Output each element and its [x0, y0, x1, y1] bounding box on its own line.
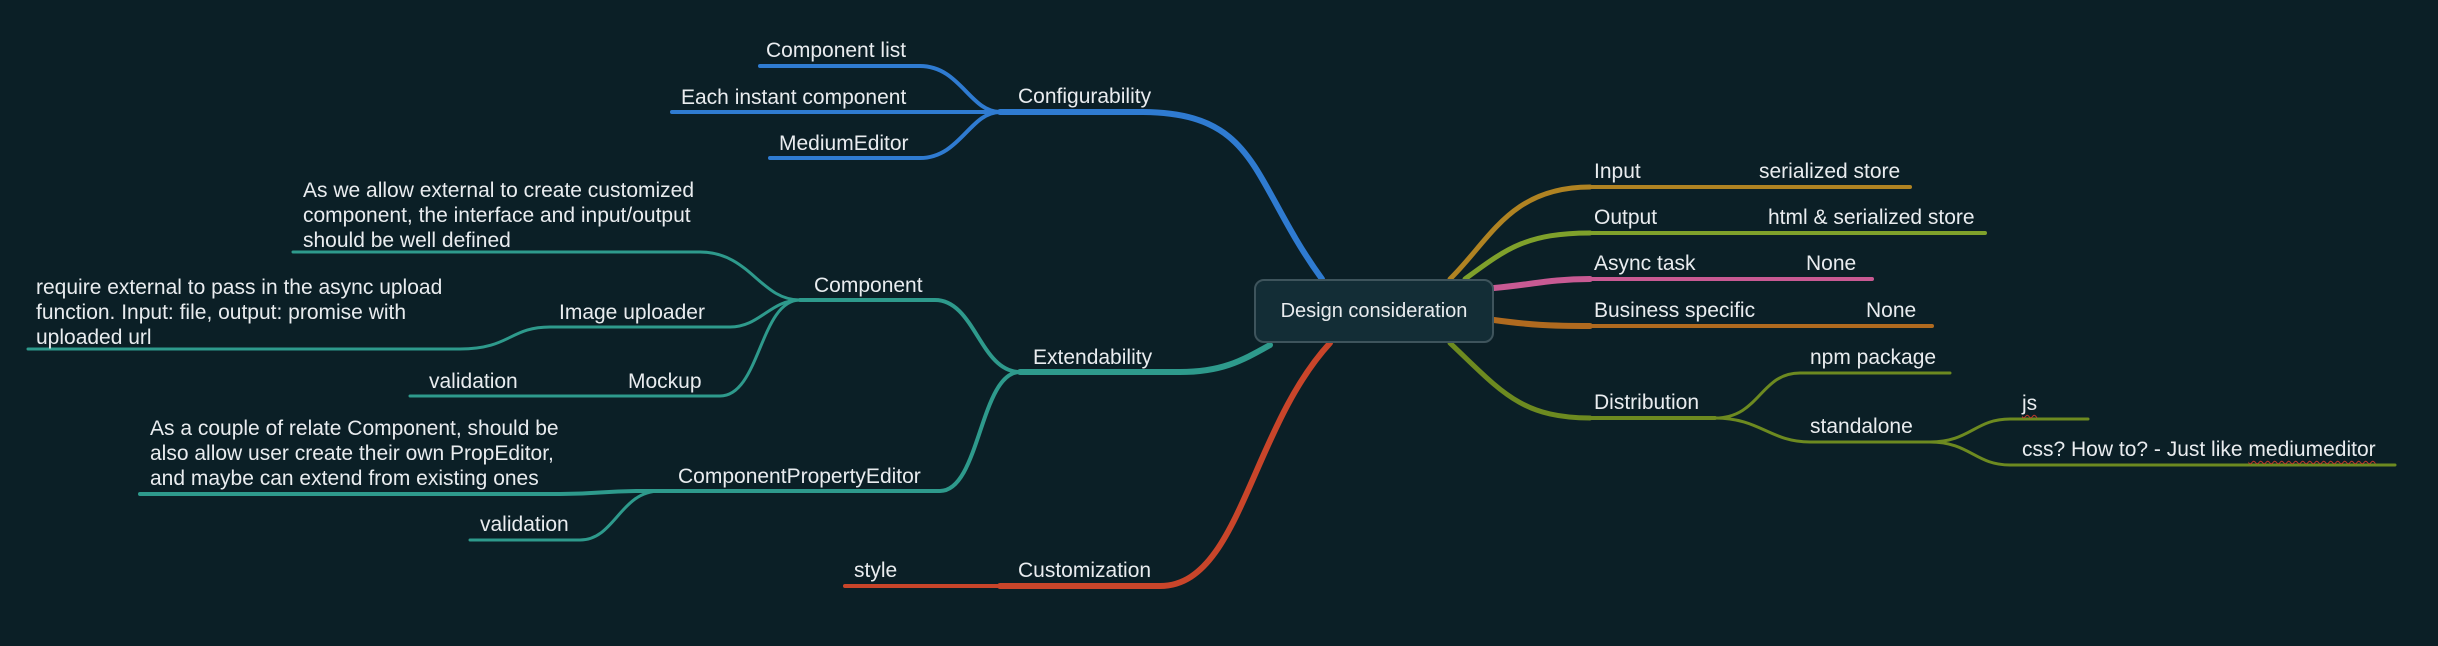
subtopic-business-none[interactable]: None — [1866, 299, 1917, 322]
js-label: js — [2022, 392, 2038, 415]
subtopic-js[interactable]: js — [2022, 391, 2037, 416]
subtopic-component-list[interactable]: Component list — [766, 39, 907, 62]
topic-extendability[interactable]: Extendability — [1033, 346, 1153, 369]
subtopic-each-instant-component[interactable]: Each instant component — [681, 86, 907, 109]
extendability-branch — [26, 250, 1273, 542]
subtopic-mockup[interactable]: Mockup — [628, 370, 702, 393]
subtopic-image-uploader[interactable]: Image uploader — [559, 301, 705, 324]
topic-distribution[interactable]: Distribution — [1594, 391, 1700, 414]
subtopic-css[interactable]: css? How to? - Just like mediumeditor — [2022, 437, 2376, 462]
subtopic-async-none[interactable]: None — [1806, 252, 1857, 275]
topic-configurability[interactable]: Configurability — [1018, 85, 1152, 108]
input-branch — [1447, 184, 1912, 282]
subtopic-html-serialized-store[interactable]: html & serialized store — [1768, 206, 1975, 229]
topic-output[interactable]: Output — [1594, 206, 1658, 229]
subtopic-medium-editor[interactable]: MediumEditor — [779, 132, 909, 155]
customization-branch — [843, 340, 1333, 589]
output-branch — [1462, 230, 1987, 282]
css-label-prefix: css? How to? - Just like — [2022, 438, 2249, 461]
note-image-uploader[interactable]: require external to pass in the async up… — [36, 276, 443, 349]
subtopic-serialized-store[interactable]: serialized store — [1759, 160, 1901, 183]
async-branch — [1491, 276, 1874, 291]
note-component-interface[interactable]: As we allow external to create customize… — [303, 179, 695, 252]
business-branch — [1491, 317, 1934, 329]
subtopic-npm-package[interactable]: npm package — [1810, 346, 1937, 369]
subtopic-standalone[interactable]: standalone — [1810, 415, 1913, 438]
distribution-branch — [1447, 340, 2397, 467]
css-label-suffix: mediumeditor — [2248, 438, 2376, 461]
subtopic-component-property-editor[interactable]: ComponentPropertyEditor — [678, 465, 921, 488]
subtopic-component[interactable]: Component — [814, 274, 923, 297]
topic-input[interactable]: Input — [1594, 160, 1641, 183]
subtopic-mockup-validation[interactable]: validation — [429, 370, 518, 393]
topic-customization[interactable]: Customization — [1018, 559, 1152, 582]
root-topic[interactable]: Design consideration — [1254, 279, 1494, 343]
topic-async-task[interactable]: Async task — [1594, 252, 1696, 275]
configurability-branch — [670, 64, 1325, 282]
note-property-editor[interactable]: As a couple of relate Component, should … — [150, 417, 559, 490]
root-topic-label: Design consideration — [1280, 299, 1468, 322]
subtopic-style[interactable]: style — [854, 559, 898, 582]
subtopic-property-editor-validation[interactable]: validation — [480, 513, 569, 536]
topic-business-specific[interactable]: Business specific — [1594, 299, 1756, 322]
